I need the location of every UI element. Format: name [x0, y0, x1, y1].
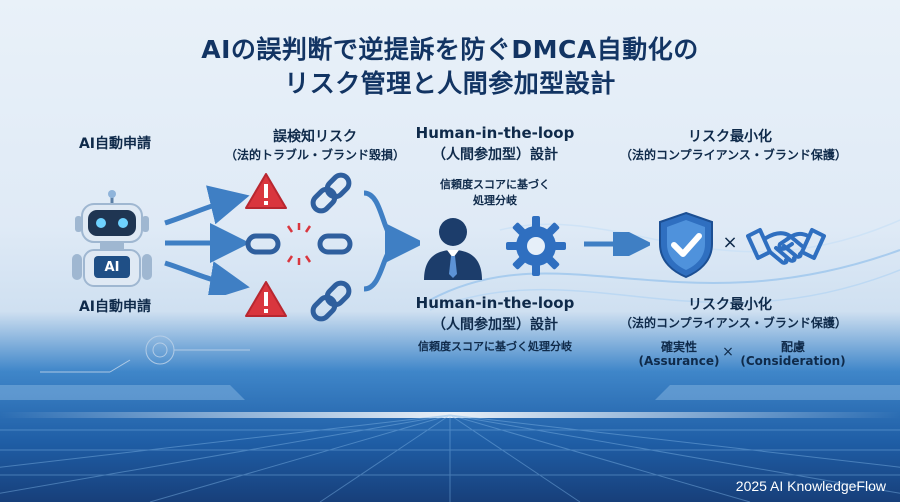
ai-badge: AI: [104, 260, 120, 275]
hitl-subtitle-bottom: （人間参加型）設計: [432, 317, 558, 333]
person-icon: [424, 218, 482, 280]
risk-subtitle: （法的トラブル・ブランド毀損）: [224, 148, 405, 162]
assurance-label-jp: 確実性: [660, 340, 697, 354]
consideration-label-jp: 配慮: [780, 340, 805, 354]
risk-title: 誤検知リスク: [273, 129, 357, 145]
broken-chain-icon: [245, 223, 353, 265]
times-symbol-2: ×: [722, 344, 734, 360]
converge-arrow: [363, 190, 420, 292]
consideration-label-en: (Consideration): [740, 354, 846, 368]
page-title-line2: リスク管理と人間参加型設計: [284, 69, 616, 98]
flow-arrows-from-ai: [164, 185, 250, 295]
footer-credit: 2025 AI KnowledgeFlow: [735, 478, 886, 494]
robot-icon: [72, 190, 152, 287]
times-symbol: ×: [722, 232, 738, 253]
confidence-note-line2: 処理分岐: [473, 194, 517, 207]
flow-arrow-to-result: [584, 232, 650, 256]
minimize-title-top: リスク最小化: [688, 129, 772, 145]
minimize-subtitle-bottom: （法的コンプライアンス・ブランド保護）: [620, 316, 847, 330]
confidence-note-bottom: 信頼度スコアに基づく処理分岐: [418, 340, 572, 353]
warning-icon: [245, 173, 287, 209]
ai-request-label-top: AI自動申請: [78, 136, 152, 152]
confidence-note-line1: 信頼度スコアに基づく: [440, 178, 550, 191]
shield-check-icon: [659, 211, 713, 279]
minimize-title-bottom: リスク最小化: [688, 297, 772, 313]
chain-icon: [310, 280, 352, 322]
hitl-title-bottom: Human-in-the-loop: [415, 294, 575, 312]
handshake-icon: [746, 228, 826, 265]
minimize-subtitle-top: （法的コンプライアンス・ブランド保護）: [620, 148, 847, 162]
page-title-line1: AIの誤判断で逆提訴を防ぐDMCA自動化の: [201, 35, 699, 64]
assurance-label-en: (Assurance): [638, 354, 720, 368]
ai-request-label-bottom: AI自動申請: [78, 299, 152, 315]
gear-icon: [506, 216, 566, 276]
chain-icon: [310, 172, 352, 214]
hitl-title-top: Human-in-the-loop: [415, 124, 575, 142]
hitl-subtitle-top: （人間参加型）設計: [432, 147, 558, 163]
warning-icon: [245, 281, 287, 317]
